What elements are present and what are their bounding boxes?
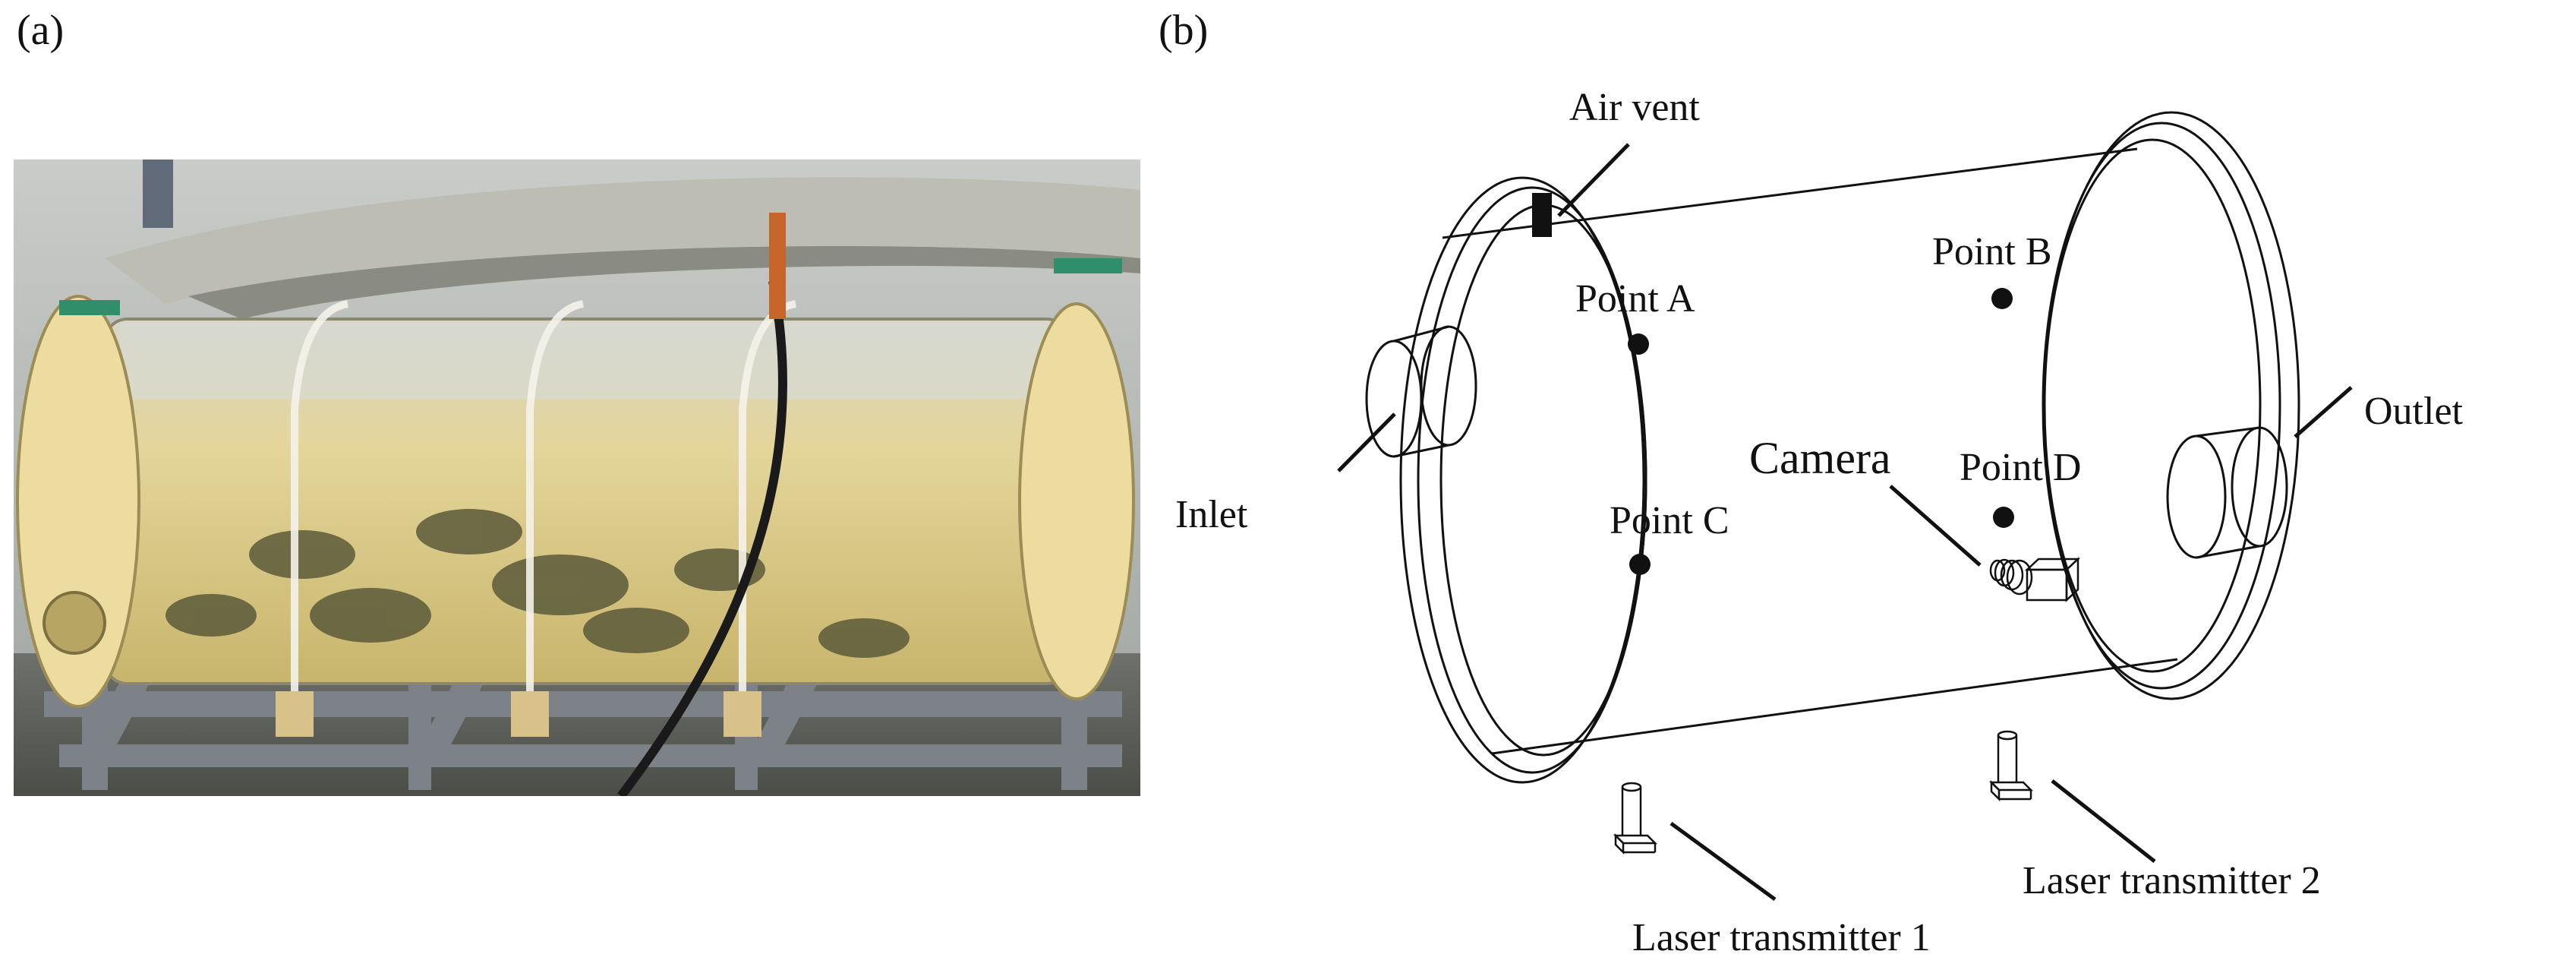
left-flange-outer <box>1399 176 1645 784</box>
laser-transmitter-1-icon <box>1613 782 1658 855</box>
laser-1-label: Laser transmitter 1 <box>1632 916 1931 959</box>
wooden-blocks <box>276 691 761 737</box>
camera-leader <box>1889 485 1982 567</box>
outlet-end-cap <box>1018 302 1135 700</box>
outlet-pipe <box>2166 426 2288 559</box>
outlet-leader <box>2294 386 2353 438</box>
point-c-marker <box>1629 554 1651 575</box>
green-band-left <box>59 300 120 315</box>
inlet-end-cap <box>16 295 140 708</box>
inlet-mesh <box>43 591 106 655</box>
right-flange-middle <box>2042 122 2281 690</box>
point-a-marker <box>1628 333 1649 355</box>
outlet-label: Outlet <box>2364 390 2464 433</box>
camera-label: Camera <box>1749 433 1891 483</box>
air-vent-leader <box>1557 143 1630 217</box>
laser-2-leader <box>2051 779 2156 863</box>
cylinder-bottom-edge <box>1491 658 2178 755</box>
circular-flume-ring <box>105 177 1140 304</box>
cable <box>617 280 788 796</box>
camera-icon <box>1989 557 2081 602</box>
panel-b-label: (b) <box>1159 7 1209 54</box>
inlet-label: Inlet <box>1175 493 1248 536</box>
person <box>143 160 173 228</box>
green-band-right <box>1054 258 1122 273</box>
tank-schematic: Air vent Point A Point B Point C Point D… <box>1337 86 2464 959</box>
inlet-leader <box>1337 412 1396 472</box>
tank-photograph <box>14 160 1140 796</box>
panel-a-label: (a) <box>17 7 65 54</box>
laser-1-leader <box>1670 821 1777 902</box>
right-flange-inner <box>2043 138 2262 673</box>
point-d-label: Point D <box>1960 446 2081 489</box>
point-a-label: Point A <box>1575 277 1695 321</box>
air-vent-label: Air vent <box>1569 86 1700 129</box>
fish-group <box>166 509 910 658</box>
air-vent-icon <box>1532 193 1552 237</box>
laser-transmitter-2-icon <box>1988 730 2034 802</box>
air-space <box>120 323 1054 399</box>
point-c-label: Point C <box>1610 499 1729 542</box>
laser-2-label: Laser transmitter 2 <box>2023 859 2321 902</box>
point-d-marker <box>1993 507 2014 528</box>
point-b-label: Point B <box>1932 230 2052 273</box>
cylinder-top-edge <box>1442 147 2138 239</box>
inlet-pipe <box>1365 325 1477 458</box>
point-b-marker <box>1991 288 2013 309</box>
orange-strap <box>769 213 786 319</box>
